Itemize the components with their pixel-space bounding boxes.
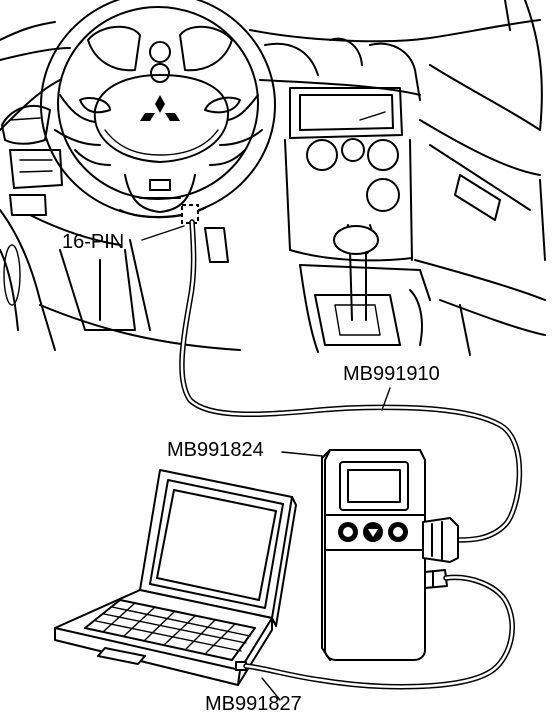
cable-mb991827 bbox=[243, 574, 515, 701]
dashboard-illustration bbox=[0, 0, 546, 356]
label-16-pin: 16-PIN bbox=[62, 231, 125, 253]
leader-mb991824 bbox=[281, 451, 323, 457]
laptop-computer bbox=[54, 469, 297, 686]
label-mb991827: MB991827 bbox=[205, 693, 302, 715]
label-mb991910: MB991910 bbox=[343, 363, 440, 385]
interface-unit-mb991824 bbox=[321, 449, 459, 661]
label-mb991824: MB991824 bbox=[167, 439, 264, 461]
steering-wheel bbox=[40, 0, 276, 219]
cable-mb991910 bbox=[179, 219, 523, 543]
